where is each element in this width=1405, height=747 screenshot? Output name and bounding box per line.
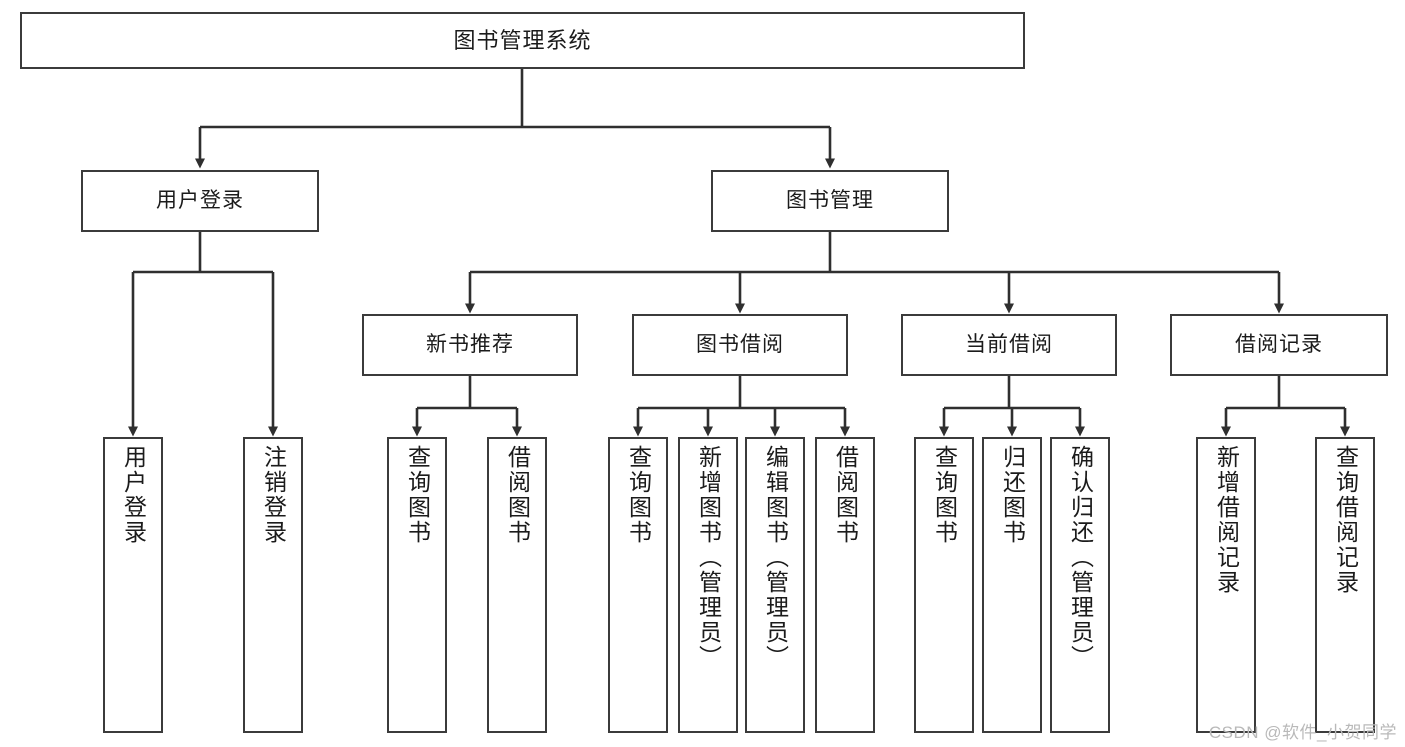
leaf-label: 注销登录 — [260, 445, 287, 545]
leaf-confirm-return-admin[interactable]: 确认归还（管理员） — [1050, 437, 1110, 733]
leaf-query-borrow-record[interactable]: 查询借阅记录 — [1315, 437, 1375, 733]
leaf-label: 用户登录 — [120, 445, 147, 545]
node-label: 图书管理系统 — [453, 27, 592, 53]
leaf-borrow-book[interactable]: 借阅图书 — [815, 437, 875, 733]
leaf-label: 编辑图书（管理员） — [762, 445, 789, 670]
leaf-return-book[interactable]: 归还图书 — [982, 437, 1042, 733]
leaf-label: 查询借阅记录 — [1332, 445, 1359, 595]
leaf-label: 确认归还（管理员） — [1067, 445, 1094, 670]
leaf-add-borrow-record[interactable]: 新增借阅记录 — [1196, 437, 1256, 733]
leaf-label: 借阅图书 — [504, 445, 531, 545]
leaf-label: 查询图书 — [931, 445, 958, 545]
node-label: 图书管理 — [786, 188, 874, 212]
node-new-book-recommend[interactable]: 新书推荐 — [362, 314, 578, 376]
node-borrow-record[interactable]: 借阅记录 — [1170, 314, 1388, 376]
node-user-login[interactable]: 用户登录 — [81, 170, 319, 232]
leaf-edit-book-admin[interactable]: 编辑图书（管理员） — [745, 437, 805, 733]
leaf-label: 查询图书 — [404, 445, 431, 545]
node-book-management[interactable]: 图书管理 — [711, 170, 949, 232]
leaf-label: 查询图书 — [625, 445, 652, 545]
leaf-add-book-admin[interactable]: 新增图书（管理员） — [678, 437, 738, 733]
leaf-label: 借阅图书 — [832, 445, 859, 545]
leaf-query-book-recommend[interactable]: 查询图书 — [387, 437, 447, 733]
node-current-borrow[interactable]: 当前借阅 — [901, 314, 1117, 376]
leaf-user-login[interactable]: 用户登录 — [103, 437, 163, 733]
leaf-label: 新增借阅记录 — [1213, 445, 1240, 595]
node-book-borrow[interactable]: 图书借阅 — [632, 314, 848, 376]
leaf-query-book-borrow[interactable]: 查询图书 — [608, 437, 668, 733]
node-label: 图书借阅 — [696, 332, 784, 356]
node-label: 借阅记录 — [1235, 332, 1323, 356]
csdn-watermark: CSDN @软件_小贺同学 — [1208, 723, 1397, 742]
node-label: 新书推荐 — [426, 332, 514, 356]
leaf-label: 归还图书 — [999, 445, 1026, 545]
leaf-query-book-current[interactable]: 查询图书 — [914, 437, 974, 733]
leaf-user-logout[interactable]: 注销登录 — [243, 437, 303, 733]
node-label: 当前借阅 — [965, 332, 1053, 356]
leaf-label: 新增图书（管理员） — [695, 445, 722, 670]
node-root-system[interactable]: 图书管理系统 — [20, 12, 1025, 69]
node-label: 用户登录 — [156, 188, 244, 212]
leaf-borrow-book-recommend[interactable]: 借阅图书 — [487, 437, 547, 733]
